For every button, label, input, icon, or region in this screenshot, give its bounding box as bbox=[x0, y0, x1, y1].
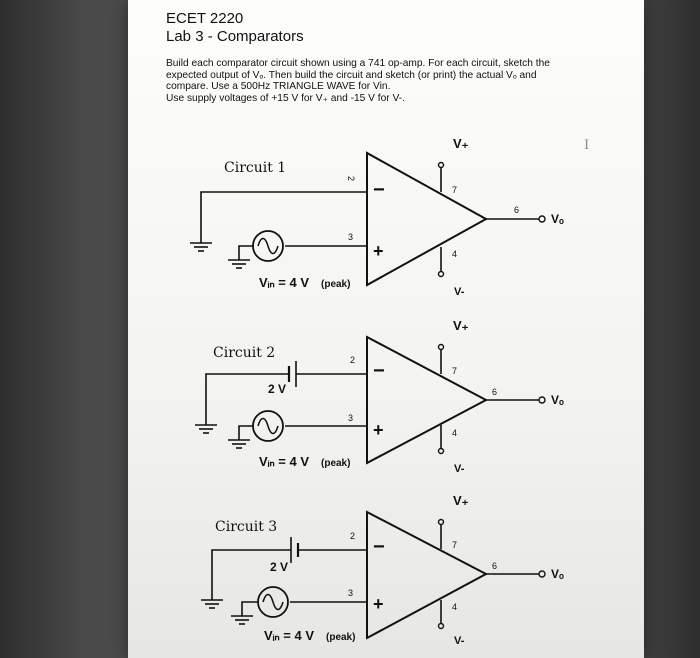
instruction-line: expected output of Vₒ. Then build the ci… bbox=[166, 69, 537, 81]
reference-voltage-label: 2 V bbox=[268, 382, 286, 396]
pin-7-label: 7 bbox=[452, 366, 457, 376]
noninverting-sign: + bbox=[373, 420, 384, 440]
inverting-sign: − bbox=[373, 360, 385, 382]
vminus-label: V- bbox=[454, 635, 465, 647]
output-label: Vₒ bbox=[551, 567, 564, 581]
pin-4-label: 4 bbox=[452, 602, 457, 612]
vplus-label: V₊ bbox=[453, 318, 469, 333]
vin-label: Vᵢₙ = 4 V bbox=[259, 454, 309, 469]
pin-3-label: 3 bbox=[348, 413, 353, 423]
op-amp-symbol bbox=[366, 510, 489, 640]
vminus-terminal bbox=[437, 447, 445, 455]
vminus-label: V- bbox=[454, 286, 465, 298]
output-terminal bbox=[538, 570, 546, 578]
inverting-sign: − bbox=[373, 536, 385, 558]
circuit-2: Circuit 2 − + V₊ 7 4 V- 6 Vₒ 2 V 2 3 Vᵢₙ… bbox=[194, 318, 564, 475]
vin-peak-label: (peak) bbox=[321, 458, 350, 469]
lab-handout-page bbox=[128, 0, 644, 658]
instruction-line: compare. Use a 500Hz TRIANGLE WAVE for V… bbox=[166, 81, 391, 93]
pin-7-label: 7 bbox=[452, 540, 457, 550]
pin-2-label: 2 bbox=[350, 531, 355, 541]
circuit-label: Circuit 3 bbox=[215, 519, 277, 535]
output-terminal bbox=[538, 215, 546, 223]
vminus-terminal bbox=[437, 270, 445, 278]
vin-peak-label: (peak) bbox=[321, 279, 350, 290]
inverting-sign: − bbox=[373, 179, 385, 201]
vminus-terminal bbox=[437, 622, 445, 630]
lab-title: Lab 3 - Comparators bbox=[166, 28, 304, 45]
pin-7-label: 7 bbox=[452, 185, 457, 195]
text-cursor-icon: I bbox=[584, 138, 590, 153]
pin-6-label: 6 bbox=[492, 387, 497, 397]
pin-3-label: 3 bbox=[348, 232, 353, 242]
pin-2-label: 2 bbox=[350, 355, 355, 365]
noninverting-sign: + bbox=[373, 594, 384, 614]
vplus-terminal bbox=[437, 518, 445, 526]
reference-voltage-label: 2 V bbox=[270, 560, 288, 574]
pin-6-label: 6 bbox=[514, 205, 519, 215]
vminus-label: V- bbox=[454, 463, 465, 475]
circuit-3: Circuit 3 − + V₊ 7 4 V- 6 Vₒ 2 V 2 3 Vᵢₙ… bbox=[200, 493, 564, 647]
op-amp-symbol bbox=[366, 151, 489, 287]
vin-label: Vᵢₙ = 4 V bbox=[264, 628, 314, 643]
circuit-1: Circuit 1 − + V₊ 7 4 V- 6 Vₒ 2 3 Vᵢₙ = 4… bbox=[189, 136, 564, 298]
vin-peak-label: (peak) bbox=[326, 632, 355, 643]
vplus-label: V₊ bbox=[453, 493, 469, 508]
output-terminal bbox=[538, 396, 546, 404]
pin-6-label: 6 bbox=[492, 561, 497, 571]
vplus-terminal bbox=[437, 161, 445, 169]
pin-4-label: 4 bbox=[452, 428, 457, 438]
pin-4-label: 4 bbox=[452, 249, 457, 259]
instruction-line: Use supply voltages of +15 V for V₊ and … bbox=[166, 92, 405, 104]
course-title: ECET 2220 bbox=[166, 10, 244, 27]
pin-3-label: 3 bbox=[348, 588, 353, 598]
op-amp-symbol bbox=[366, 335, 489, 465]
circuit-label: Circuit 1 bbox=[224, 160, 286, 176]
instruction-line: Build each comparator circuit shown usin… bbox=[166, 58, 550, 69]
pin-2-label: 2 bbox=[346, 176, 356, 181]
vin-label: Vᵢₙ = 4 V bbox=[259, 275, 309, 290]
vplus-label: V₊ bbox=[453, 136, 469, 151]
lab-instructions: Build each comparator circuit shown usin… bbox=[166, 58, 616, 104]
output-label: Vₒ bbox=[551, 212, 564, 226]
vplus-terminal bbox=[437, 343, 445, 351]
output-label: Vₒ bbox=[551, 393, 564, 407]
circuit-label: Circuit 2 bbox=[213, 345, 275, 361]
noninverting-sign: + bbox=[373, 241, 384, 261]
